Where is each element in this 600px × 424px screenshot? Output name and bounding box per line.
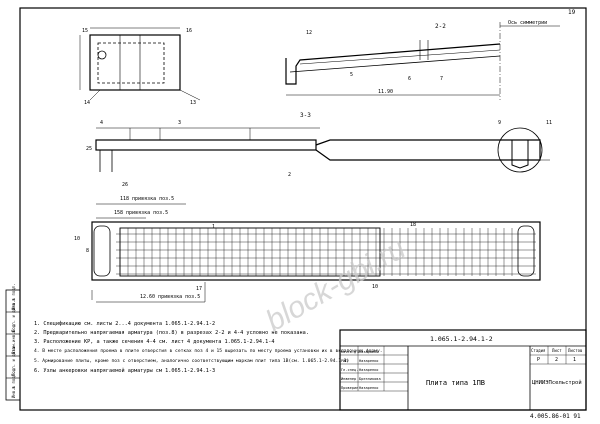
callout: 10 — [74, 236, 80, 242]
callout: 10 — [372, 284, 378, 290]
col-value-sheet: 2 — [555, 357, 558, 363]
role-5: Проверил — [341, 386, 358, 390]
opening-plan-view — [79, 27, 201, 101]
bottom-code: 4.005.86-01 91 — [530, 413, 581, 420]
title-block: 1.065.1-2.94.1-2 Плита типа 1ПВ ЦНИИЭПсе… — [339, 329, 587, 411]
side-stamp-label-2: Подп. и дата — [11, 347, 16, 376]
callout: 2 — [288, 172, 291, 178]
col-header-sheet: Лист — [552, 348, 562, 353]
role-2: ГИП — [341, 359, 348, 363]
page-number: 19 — [568, 9, 576, 16]
plan-dim-3: 12.60 привязка поз.5 — [140, 294, 200, 300]
col-value-sheets: 1 — [573, 357, 576, 363]
note-1: 1. Спецификацию см. листы 2...4 документ… — [34, 321, 215, 327]
callout: 11 — [546, 120, 552, 126]
role-4: Инженер — [341, 377, 356, 381]
callout: 12 — [306, 30, 312, 36]
plan-dim-1: 118 привязка поз.5 — [120, 196, 174, 202]
main-length: 11.90 — [378, 89, 393, 95]
drawing-title: Плита типа 1ПВ — [426, 379, 485, 387]
callout: 13 — [190, 100, 196, 106]
note-4: 4. В месте расположения проема в плите о… — [34, 348, 382, 354]
side-stamp-label-1: Инв.№ подл. — [11, 372, 16, 399]
name-2: Назаренко — [359, 359, 378, 363]
plan-dim-2: 158 привязка поз.5 — [114, 210, 168, 216]
callout: 4 — [100, 120, 103, 126]
callout: 14 — [84, 100, 90, 106]
callout: 26 — [122, 182, 128, 188]
callout: 18 — [410, 222, 416, 228]
callout: 1 — [212, 224, 215, 230]
axis-label: Ось симметрии — [508, 20, 547, 26]
callout: 7 — [440, 76, 443, 82]
side-stamp-label-3: Взам.инв.№ — [11, 329, 16, 354]
sheet-frame — [19, 7, 587, 411]
callout: 17 — [196, 286, 202, 292]
role-1: Нач.отд. — [341, 350, 358, 354]
name-5: Назаренко — [359, 386, 378, 390]
note-3: 3. Расположение КР, а также сечения 4-4 … — [34, 339, 274, 345]
callout: 3 — [178, 120, 181, 126]
section-3-3: 3-3 — [95, 112, 550, 173]
note-5: 5. Армирование плиты, кроме поз с отверс… — [34, 358, 349, 364]
col-header-stage: Стадия — [531, 348, 545, 353]
callout: 16 — [186, 28, 192, 34]
callout: 5 — [350, 72, 353, 78]
section-2-2: 2-2 Ось симметрии 11.90 — [285, 20, 560, 100]
callouts: 15 16 13 14 12 5 6 7 4 3 1 18 8 10 9 11 … — [74, 28, 552, 292]
section-2-2-label: 2-2 — [435, 23, 446, 30]
name-3: Назаренко — [359, 368, 378, 372]
organization: ЦНИИЭПсельстрой — [532, 380, 582, 386]
general-notes: 1. Спецификацию см. листы 2...4 документ… — [34, 321, 382, 374]
slab-plan: 118 привязка поз.5 158 привязка поз.5 12… — [91, 196, 541, 303]
callout: 8 — [86, 248, 89, 254]
callout: 25 — [86, 146, 92, 152]
name-1: Назаренко — [359, 350, 378, 354]
doc-code: 1.065.1-2.94.1-2 — [430, 335, 493, 343]
callout: 15 — [82, 28, 88, 34]
side-stamp: Инв.№ подл. Подп. и дата Взам.инв.№ Подп… — [5, 284, 21, 401]
side-stamp-label-4: Подп. и дата — [11, 303, 16, 332]
col-value-stage: Р — [537, 357, 540, 363]
name-4: Брезникова — [359, 377, 381, 381]
col-header-sheets: Листов — [568, 348, 582, 353]
note-2: 2. Предварительно напрягаемая арматура (… — [34, 330, 309, 336]
note-6: 6. Узлы анкеровки напрягаемой арматуры с… — [34, 368, 215, 374]
section-3-3-label: 3-3 — [300, 112, 311, 119]
side-stamp-label-5: Инв.№ подл. — [11, 284, 16, 311]
callout: 6 — [408, 76, 411, 82]
role-3: Гл.спец. — [341, 368, 358, 372]
callout: 9 — [498, 120, 501, 126]
